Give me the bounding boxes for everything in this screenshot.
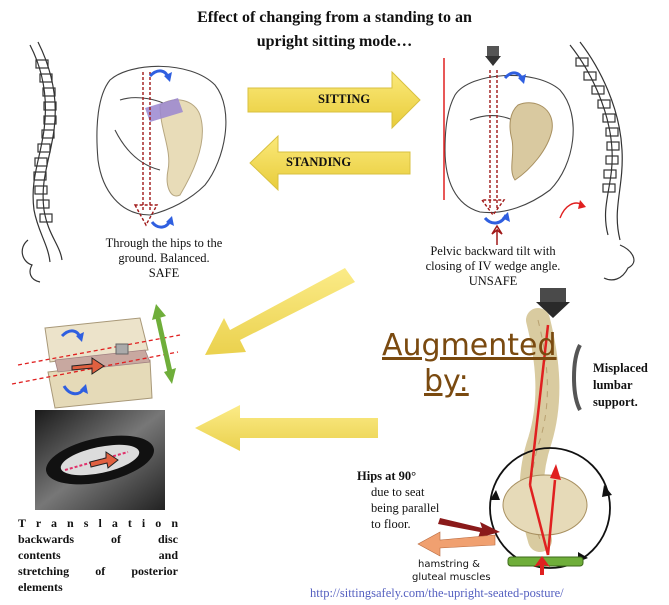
- muscles-label: hamstring & gluteal muscles: [412, 558, 491, 584]
- lumbar-line-3: support.: [593, 395, 638, 409]
- load-line-vertical: [528, 324, 550, 486]
- standing-load-line: [133, 72, 159, 227]
- standing-sacrum: [159, 99, 203, 197]
- standing-caption-line-3: SAFE: [148, 266, 180, 280]
- sitting-spine-outline: [569, 41, 635, 281]
- sitting-load-icon: [485, 46, 501, 66]
- standing-disc-highlight: [145, 98, 183, 122]
- lumbar-support-label: Misplaced lumbar support.: [593, 360, 648, 411]
- sitting-pelvis: [444, 74, 574, 214]
- hips-line-3: being parallel: [371, 501, 440, 515]
- standing-arrow: [249, 134, 411, 192]
- standing-caption-line-2: ground. Balanced.: [118, 251, 210, 265]
- muscle-arrow: [417, 531, 496, 557]
- translation-line-5: elements: [18, 580, 63, 594]
- horizontal-yellow-arrow: [195, 405, 378, 451]
- translation-line-3: contents and: [18, 548, 178, 562]
- standing-spine-outline: [21, 41, 63, 283]
- translation-line-1: T r a n s l a t i o n: [18, 516, 178, 530]
- standing-caption: Through the hips to the ground. Balanced…: [84, 236, 244, 281]
- sitting-caption-line-1: Pelvic backward tilt with: [430, 244, 556, 258]
- muscles-line-2: gluteal muscles: [412, 572, 491, 583]
- hips-label: Hips at 90° due to seat being parallel t…: [357, 468, 439, 532]
- vertebra-illustration: [11, 304, 181, 409]
- lumbar-line-2: lumbar: [593, 378, 633, 392]
- title-line-2: upright sitting mode…: [256, 33, 413, 50]
- title-line-1: Effect of changing from a standing to an: [197, 9, 472, 26]
- source-url[interactable]: http://sittingsafely.com/the-upright-sea…: [310, 586, 564, 600]
- sitting-rotation-arrow-bottom: [483, 214, 508, 225]
- translation-line-2: backwards of disc: [18, 532, 178, 546]
- hips-line-2: due to seat: [371, 485, 425, 499]
- augmented-line-1: Augmented: [382, 328, 557, 363]
- standing-arrow-label: STANDING: [286, 155, 352, 169]
- diagonal-yellow-arrow: [205, 268, 355, 355]
- sitting-arrow-label: SITTING: [318, 92, 371, 106]
- sitting-caption: Pelvic backward tilt with closing of IV …: [393, 244, 593, 289]
- augmented-line-2: by:: [424, 364, 469, 399]
- hips-line-1: Hips at 90°: [357, 469, 417, 483]
- hips-pointer-arrow: [438, 518, 500, 538]
- translation-text: T r a n s l a t i o n backwards of disc …: [18, 515, 178, 595]
- sitting-load-line: [480, 70, 506, 217]
- standing-caption-line-1: Through the hips to the: [105, 236, 223, 250]
- translation-line-4: stretching of posterior: [18, 564, 178, 578]
- page-title: Effect of changing from a standing to an…: [0, 6, 669, 54]
- sitting-caption-line-3: UNSAFE: [468, 274, 518, 288]
- hips-line-4: to floor.: [371, 517, 411, 531]
- muscles-line-1: hamstring &: [418, 559, 480, 570]
- augmented-label: Augmented by:: [382, 328, 557, 400]
- sitting-arrow: [247, 70, 421, 130]
- standing-pelvis: [96, 65, 227, 216]
- lumbar-line-1: Misplaced: [593, 361, 648, 375]
- sitting-up-arrow: [491, 224, 503, 245]
- sitting-sacrum: [509, 102, 553, 181]
- sitting-curved-arrow: [559, 202, 583, 219]
- sitting-caption-line-2: closing of IV wedge angle.: [425, 259, 561, 273]
- mri-image: [35, 410, 165, 510]
- seated-spine-illustration: [417, 288, 612, 575]
